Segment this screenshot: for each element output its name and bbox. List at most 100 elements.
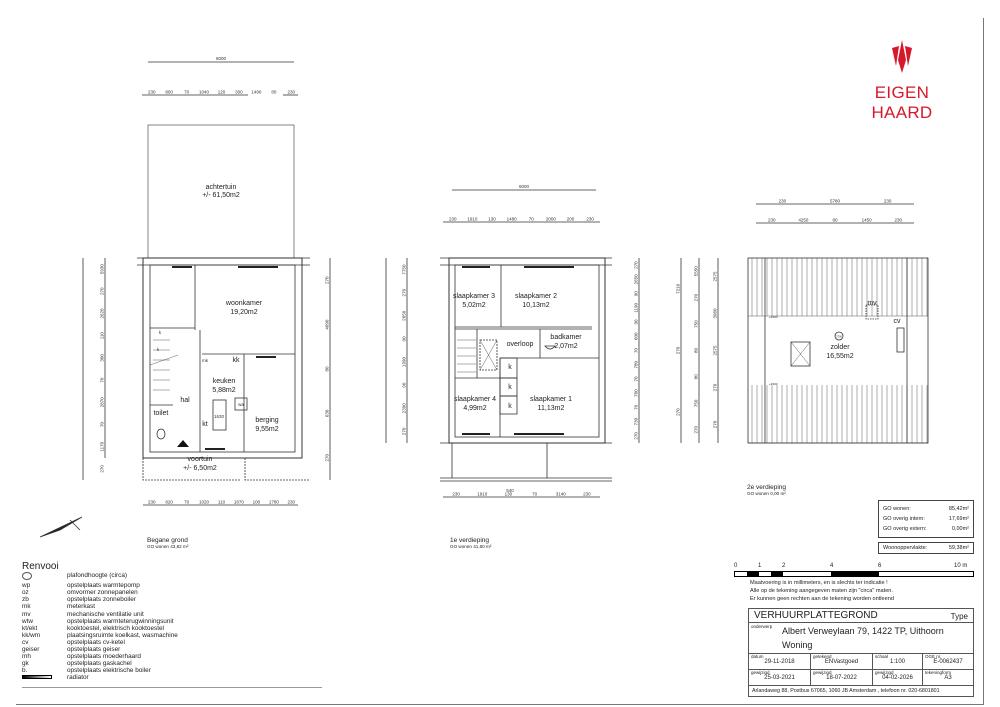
dimension-label: 270 bbox=[694, 426, 699, 434]
dimension-label: 70 bbox=[634, 376, 639, 382]
dimension-label: 80 bbox=[325, 366, 330, 372]
floor-go: GO wonen 43,82 m² bbox=[147, 544, 189, 549]
area-row: GO wonen:85,42m² bbox=[883, 504, 969, 514]
subject-label: onderwerp bbox=[751, 624, 773, 629]
room-area: +/- 61,50m2 bbox=[202, 192, 240, 199]
company-address: Arlandaweg 88, Postbus 67065, 1060 JB Am… bbox=[752, 688, 940, 694]
dimension-label: 70 bbox=[532, 492, 538, 497]
legend-text: opstelplaats warmtepomp bbox=[67, 582, 140, 590]
legend-code: oz bbox=[22, 589, 29, 597]
area-label: GO overig extern: bbox=[883, 526, 927, 532]
disclaimer-notes: Maatvoering is in millimeters, en is sle… bbox=[750, 579, 894, 603]
dimension-label: 70 bbox=[184, 90, 190, 95]
dimension-label: 230 bbox=[148, 500, 156, 505]
dimension-label: 270 bbox=[325, 454, 330, 462]
ceiling-height: 2700 bbox=[836, 336, 842, 339]
dimension-label: 300 bbox=[100, 354, 105, 362]
floor-title: 2e verdieping bbox=[747, 484, 787, 491]
mark-cv: cv bbox=[894, 318, 902, 325]
room-label: berging bbox=[255, 417, 278, 424]
area-summary: GO wonen:85,42m² GO overig intern: 17,69m… bbox=[878, 500, 974, 538]
cell-label: schaal bbox=[875, 654, 889, 659]
radiator-icon bbox=[22, 675, 52, 680]
area-value: 59,38m² bbox=[948, 545, 969, 551]
brand-name: EIGEN HAARD bbox=[871, 83, 933, 122]
legend-text: plafondhoogte (circa) bbox=[67, 572, 128, 580]
room-area: 4,99m2 bbox=[463, 405, 486, 412]
height-mark: +1500 bbox=[769, 382, 778, 386]
floor-go: GO wonen 0,00 m² bbox=[747, 491, 786, 496]
room-area: 10,13m2 bbox=[522, 302, 549, 309]
legend-code: zb bbox=[22, 596, 29, 604]
floor-title: Begane grond bbox=[147, 537, 188, 544]
dimension-label: 70 bbox=[100, 377, 105, 383]
dimension-label: 270 bbox=[676, 346, 681, 354]
scale-tick: 4 bbox=[830, 563, 834, 569]
eigen-haard-logo: EIGEN HAARD bbox=[842, 40, 962, 123]
room-area: 19,20m2 bbox=[230, 309, 257, 316]
area-value: 17,69m² bbox=[948, 516, 969, 522]
mark-k: k bbox=[508, 403, 512, 410]
legend-title: Renvooi bbox=[22, 561, 59, 572]
dimension-label: 1990 bbox=[402, 357, 407, 368]
area-label: GO overig intern: bbox=[883, 516, 925, 522]
dimension-label: 5930 bbox=[100, 264, 105, 275]
dimension-label: 1190 bbox=[634, 302, 639, 312]
dimension-label: 230 bbox=[449, 217, 457, 222]
dimension-label: 230 bbox=[768, 218, 776, 223]
dim-label: 540 bbox=[506, 488, 514, 493]
dimension-label: 730 bbox=[634, 417, 639, 425]
legend-code: mk bbox=[22, 603, 31, 611]
dimension-label: 270 bbox=[402, 288, 407, 296]
cell-value: 29-11-2018 bbox=[764, 659, 795, 665]
cell-value: ENVastgoed bbox=[824, 659, 859, 665]
cell-value: E-0062437 bbox=[933, 659, 963, 665]
legend-code: b. bbox=[22, 667, 28, 675]
room-label: zolder bbox=[830, 344, 850, 351]
area-label: GO wonen: bbox=[883, 506, 911, 512]
mark-k: k bbox=[157, 347, 160, 352]
legend-code: mv bbox=[22, 610, 31, 618]
cell-value: A3 bbox=[944, 675, 952, 681]
legend-code: cv bbox=[22, 638, 29, 646]
cell-label: getekend bbox=[813, 654, 832, 659]
dimension-label: 780 bbox=[634, 389, 639, 397]
legend-text: kooktoestel, elektrisch kooktoestel bbox=[67, 624, 164, 632]
legend-code bbox=[22, 674, 67, 681]
dimension-label: 820 bbox=[165, 500, 173, 505]
cell-label: gewijzigd bbox=[813, 670, 832, 675]
mark-kk: kk bbox=[233, 357, 241, 364]
dimension-label: 2620 bbox=[100, 308, 105, 319]
drawing-type: Type bbox=[950, 612, 968, 621]
legend-text: opstelplaats warmteterugwinningsunit bbox=[67, 617, 174, 625]
room-label: slaapkamer 2 bbox=[515, 293, 557, 300]
room-area: 5,02m2 bbox=[462, 302, 485, 309]
mark-mk: mk bbox=[202, 358, 209, 363]
dimension-label: 90 bbox=[634, 291, 639, 297]
dimension-label: 70 bbox=[529, 217, 535, 222]
area-row: GO overig intern: 17,69m² bbox=[883, 514, 969, 524]
height-mark: +1500 bbox=[769, 315, 778, 319]
dimension-label: 4090 bbox=[325, 319, 330, 330]
room-label: keuken bbox=[213, 378, 236, 385]
dimension-label: 1480 bbox=[507, 217, 518, 222]
room-label: slaapkamer 4 bbox=[454, 396, 496, 403]
logo-mark-icon bbox=[892, 40, 912, 73]
mark-wa: wa bbox=[238, 402, 244, 407]
dimension-label: 1870 bbox=[234, 500, 245, 505]
ceiling-height-icon bbox=[22, 572, 32, 581]
dimension-label: 80 bbox=[832, 218, 838, 223]
